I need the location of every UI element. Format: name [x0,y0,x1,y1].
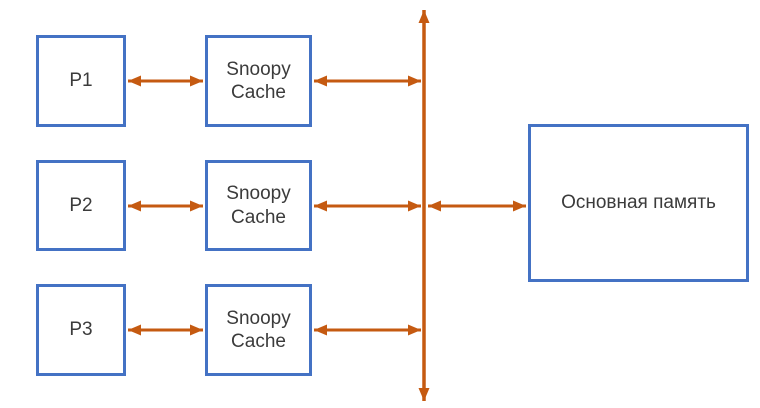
snoopy-cache-box-2: Snoopy Cache [205,160,312,251]
main-memory-box: Основная память [528,124,749,282]
processor-box-p2: P2 [36,160,126,251]
processor-label: P2 [69,194,93,216]
cache-label: Snoopy Cache [226,58,291,103]
processor-label: P1 [69,70,93,92]
cache-label: Snoopy Cache [226,183,291,228]
processor-box-p1: P1 [36,35,126,127]
processor-box-p3: P3 [36,284,126,376]
cache-label: Snoopy Cache [226,307,291,352]
snoopy-cache-box-3: Snoopy Cache [205,284,312,376]
processor-label: P3 [69,319,93,341]
main-memory-label: Основная память [561,192,716,214]
snoopy-cache-box-1: Snoopy Cache [205,35,312,127]
